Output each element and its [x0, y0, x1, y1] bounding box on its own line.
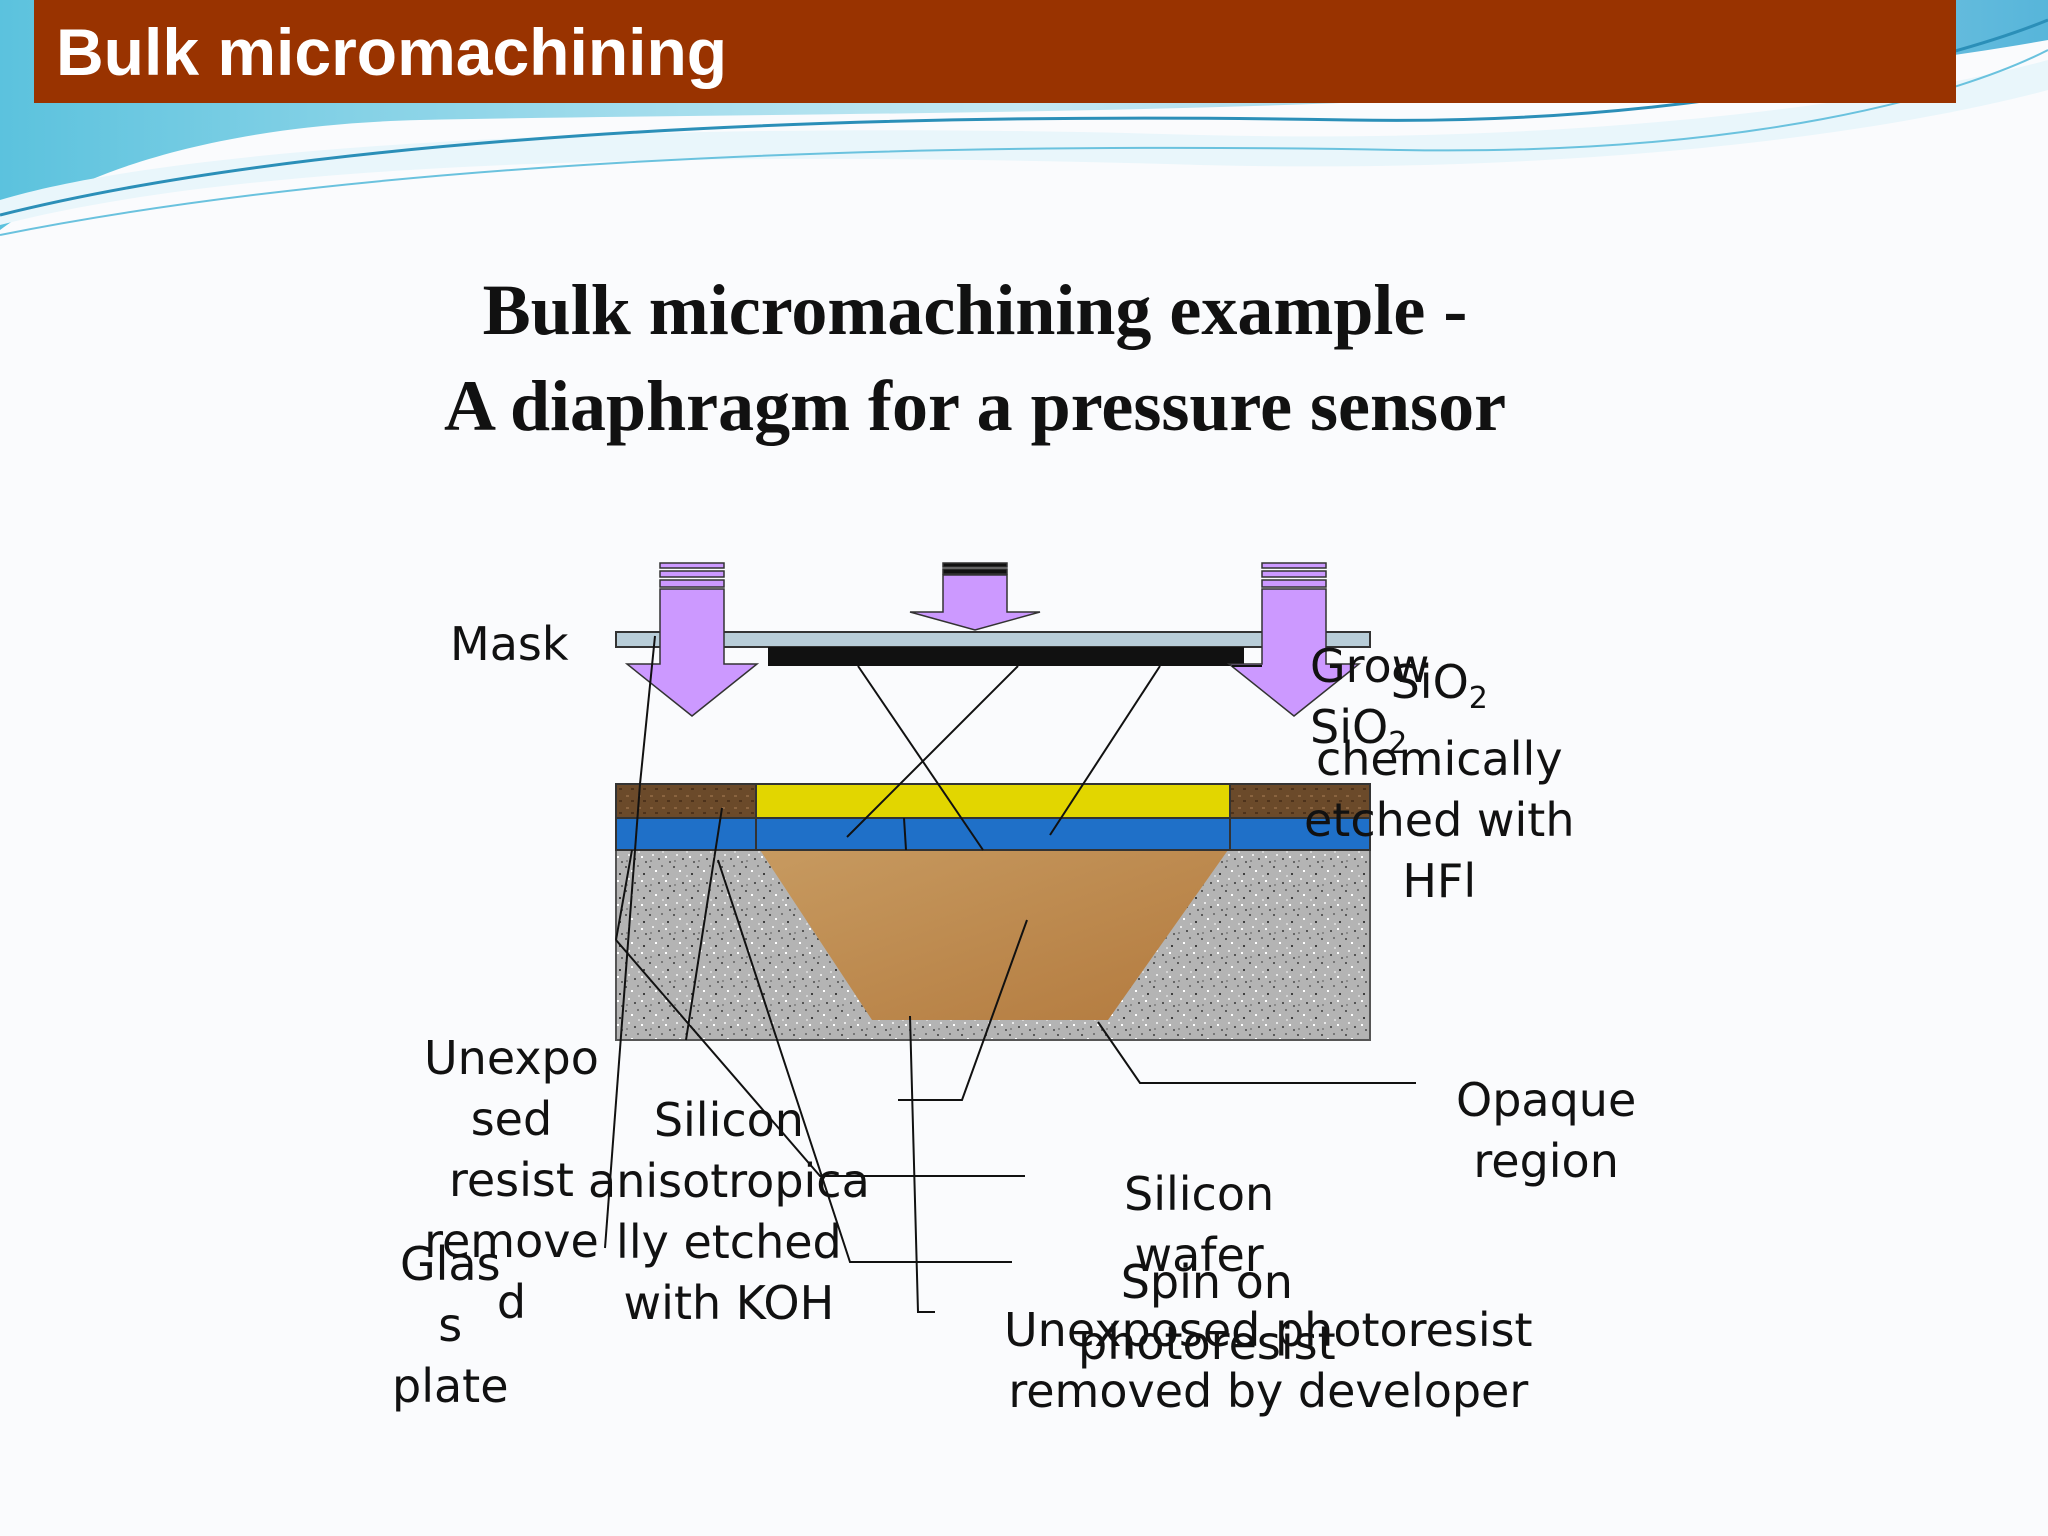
- silicon-etched-line-2: anisotropica: [588, 1154, 870, 1208]
- label-opaque-region: Opaque region: [1456, 1070, 1636, 1192]
- photoresist-center: [755, 783, 1231, 819]
- sio2-etched-line-3: etched with: [1304, 793, 1575, 848]
- developer-line-2: removed by developer: [1008, 1364, 1529, 1418]
- unexposed-resist-line-1: Unexpo: [424, 1031, 599, 1085]
- spin-on-line-2: photoresist: [1078, 1316, 1336, 1370]
- opaque-region: [768, 647, 1244, 666]
- unexposed-resist-line-4: remove: [424, 1214, 599, 1268]
- label-mask: Mask: [450, 617, 569, 671]
- header-bar: [34, 0, 1956, 103]
- resist-right: [1229, 783, 1371, 819]
- label-sio2-etched: SiO2 chemically etched with HFl: [1304, 652, 1575, 912]
- label-silicon-wafer: Silicon wafer: [1124, 1164, 1274, 1286]
- unexposed-resist-line-5: d: [496, 1275, 527, 1329]
- slide-title: Bulk micromachining example - A diaphrag…: [0, 262, 1950, 454]
- sio2-etched-line-2: chemically: [1315, 732, 1563, 787]
- opaque-region-line-2: region: [1473, 1134, 1619, 1188]
- sio2-etched-line-4: HFl: [1402, 854, 1477, 909]
- leader-lines: [604, 635, 1416, 1313]
- label-spin-on-photoresist: Spin on photoresist: [1078, 1252, 1336, 1374]
- grow-sio2-line-2: SiO2: [1310, 700, 1408, 762]
- silicon-wafer-line-1: Silicon: [1124, 1167, 1275, 1221]
- glass-plate-line-2: s: [438, 1298, 463, 1352]
- glass-plate-line-3: plate: [392, 1359, 509, 1413]
- label-silicon-etched-koh: Silicon anisotropica lly etched with KOH: [588, 1090, 870, 1334]
- oxide-layer-center: [755, 817, 1231, 851]
- unexposed-resist-line-3: resist: [448, 1153, 574, 1207]
- slide-title-line-2: A diaphragm for a pressure sensor: [443, 366, 1507, 446]
- glass-plate-line-1: Glas: [399, 1237, 501, 1291]
- header-title: Bulk micromachining: [56, 15, 728, 89]
- mask-plate: [615, 631, 1371, 648]
- grow-sio2-line-1: Grow: [1310, 639, 1430, 693]
- label-grow-sio2: Grow SiO2: [1310, 636, 1429, 774]
- uv-arrow-right: [1226, 562, 1362, 717]
- label-unexposed-resist-removed: Unexpo sed resist remove d: [424, 1028, 599, 1333]
- label-glass-plate: Glas s plate: [392, 1234, 509, 1417]
- spin-on-line-1: Spin on: [1120, 1255, 1293, 1309]
- slide-title-line-1: Bulk micromachining example -: [482, 270, 1468, 350]
- label-unexposed-photoresist-developer: Unexposed photoresist removed by develop…: [1004, 1300, 1533, 1422]
- silicon-etched-line-3: lly etched: [616, 1215, 842, 1269]
- developer-line-1: Unexposed photoresist: [1004, 1303, 1533, 1357]
- unexposed-resist-line-2: sed: [470, 1092, 553, 1146]
- silicon-etched-line-1: Silicon: [653, 1093, 804, 1147]
- uv-arrow-left: [624, 562, 760, 717]
- silicon-etched-line-4: with KOH: [623, 1276, 835, 1330]
- silicon-wafer-line-2: wafer: [1134, 1228, 1264, 1282]
- sio2-etched-line-1: SiO2: [1390, 655, 1488, 717]
- etched-cavity: [760, 850, 1228, 1020]
- opaque-region-line-1: Opaque: [1456, 1073, 1637, 1127]
- uv-arrow-center: [909, 562, 1041, 631]
